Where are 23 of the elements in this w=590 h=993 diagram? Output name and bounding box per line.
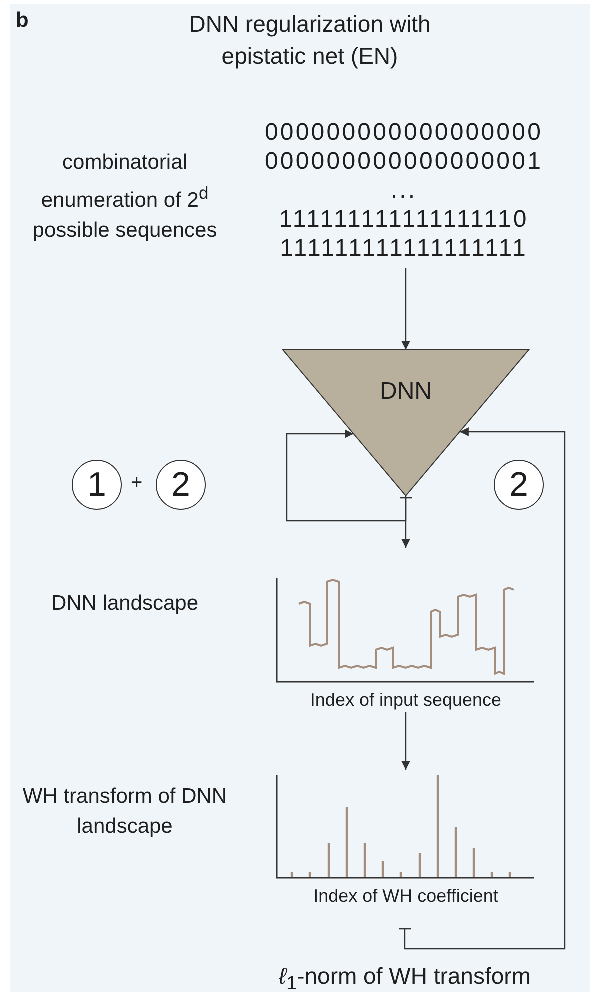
step-description: combinatorial enumeration of 2$^{d}$ possible sequences (32, 150, 218, 244)
panel-letter: b (16, 9, 29, 33)
plus-sign: + (131, 472, 143, 495)
title: DNN regularization with epistatic net (EN) (188, 10, 432, 71)
axis-label: Index of input sequence (309, 689, 503, 712)
step-number: 2 (170, 467, 192, 503)
loss-label: ℓ$_{1}$-norm of WH transform (278, 962, 532, 993)
arrow (398, 428, 566, 950)
binary-sequence: 000000000000000000 (264, 118, 544, 148)
arrow (286, 430, 413, 522)
binary-sequence: 111111111111111110 (278, 205, 530, 235)
binary-sequence: ... (390, 176, 418, 206)
network-label: DNN (379, 378, 433, 406)
binary-sequence: 111111111111111111 (279, 234, 529, 264)
step-description: DNN landscape (50, 591, 200, 617)
axis-label: Index of WH coefficient (312, 885, 500, 908)
step-description: WH transform of DNN landscape (22, 784, 228, 840)
step-number: 2 (508, 467, 530, 503)
arrow (402, 712, 410, 770)
arrow (402, 268, 410, 350)
binary-sequence: 000000000000000001 (264, 147, 544, 177)
step-number: 1 (86, 467, 108, 503)
arrow (402, 496, 410, 548)
